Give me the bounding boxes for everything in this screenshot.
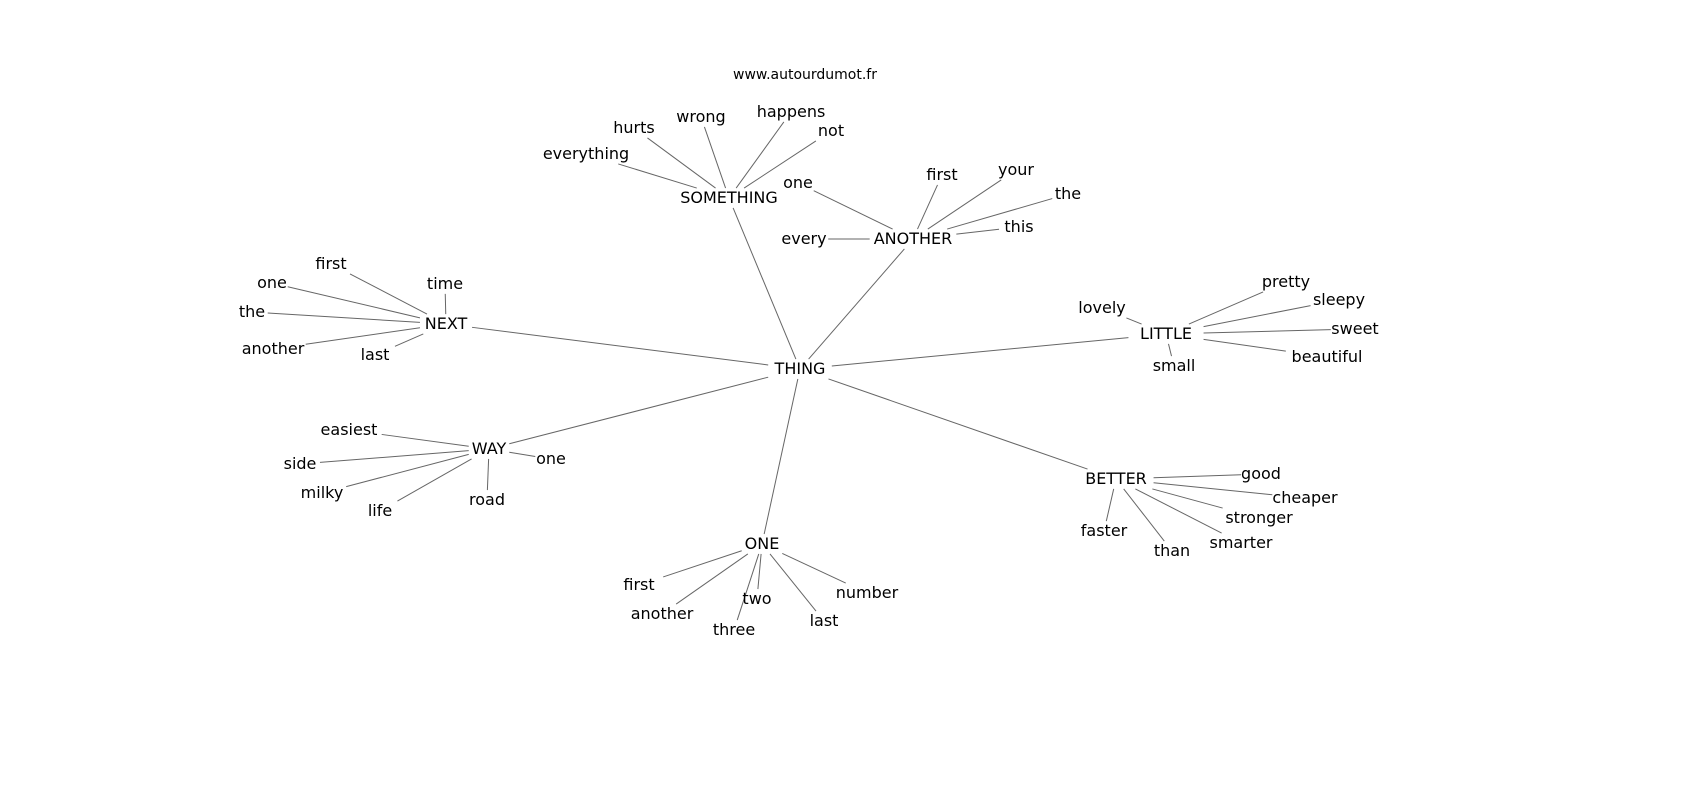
node-next-time[interactable]: time	[426, 274, 464, 293]
site-watermark: www.autourdumot.fr	[733, 67, 877, 83]
node-one-two[interactable]: two	[742, 589, 772, 608]
network-edge	[471, 326, 769, 366]
node-next-first[interactable]: first	[315, 254, 347, 273]
node-better[interactable]: BETTER	[1085, 469, 1147, 488]
network-edge	[287, 286, 421, 319]
network-edge	[381, 433, 469, 447]
node-one-first[interactable]: first	[623, 575, 655, 594]
node-better-faster[interactable]: faster	[1080, 521, 1128, 540]
node-one-three[interactable]: three	[712, 620, 756, 639]
node-something-happens[interactable]: happens	[756, 102, 826, 121]
node-way[interactable]: WAY	[471, 439, 507, 458]
network-edge	[397, 458, 472, 502]
node-next[interactable]: NEXT	[424, 314, 468, 333]
network-edge	[743, 140, 817, 189]
network-edge	[1152, 488, 1223, 509]
network-edge	[349, 273, 428, 315]
node-little-pretty[interactable]: pretty	[1261, 272, 1311, 291]
network-edge	[486, 458, 490, 491]
network-edge	[267, 312, 420, 323]
network-edge	[1188, 291, 1264, 325]
node-next-another[interactable]: another	[241, 339, 305, 358]
network-edge	[757, 553, 762, 590]
node-little-lovely[interactable]: lovely	[1078, 298, 1126, 317]
node-one[interactable]: ONE	[744, 534, 780, 553]
network-edge	[1123, 488, 1165, 542]
network-edge	[305, 327, 421, 345]
node-little-small[interactable]: small	[1152, 356, 1196, 375]
network-edge	[703, 126, 727, 189]
network-edge	[736, 553, 760, 621]
network-edge	[808, 248, 905, 360]
node-next-one[interactable]: one	[257, 273, 287, 292]
network-edge	[947, 198, 1053, 230]
node-another-the[interactable]: the	[1054, 184, 1082, 203]
node-something-hurts[interactable]: hurts	[613, 118, 655, 137]
network-edge	[1153, 474, 1242, 479]
network-edge	[927, 179, 1002, 230]
node-little-beautiful[interactable]: beautiful	[1291, 347, 1363, 366]
network-edge	[346, 453, 469, 488]
node-way-life[interactable]: life	[367, 501, 393, 520]
node-another-this[interactable]: this	[1004, 217, 1034, 236]
network-edge	[813, 190, 893, 230]
node-way-milky[interactable]: milky	[300, 483, 344, 502]
network-edge	[1126, 317, 1142, 325]
network-edge	[319, 450, 469, 463]
network-edge	[1153, 482, 1273, 496]
node-way-easiest[interactable]: easiest	[320, 420, 378, 439]
node-way-side[interactable]: side	[283, 454, 317, 473]
node-another-every[interactable]: every	[781, 229, 827, 248]
network-edge	[509, 376, 769, 445]
network-edge	[663, 550, 742, 578]
network-edge	[956, 228, 1000, 235]
network-edge	[1203, 338, 1286, 352]
network-edge	[675, 553, 749, 605]
network-edge	[782, 553, 846, 584]
network-edge	[831, 337, 1129, 367]
node-something-wrong[interactable]: wrong	[676, 107, 726, 126]
node-something-not[interactable]: not	[817, 121, 845, 140]
network-edge	[1203, 329, 1331, 334]
node-one-another[interactable]: another	[630, 604, 694, 623]
network-edge	[1203, 305, 1311, 328]
node-better-smarter[interactable]: smarter	[1209, 533, 1273, 552]
node-little[interactable]: LITTLE	[1140, 324, 1192, 343]
network-edge	[1167, 343, 1173, 357]
node-one-last[interactable]: last	[809, 611, 839, 630]
node-way-one[interactable]: one	[536, 449, 566, 468]
node-little-sweet[interactable]: sweet	[1331, 319, 1379, 338]
network-edge	[763, 378, 799, 535]
network-edge	[735, 121, 785, 189]
network-edge	[1105, 488, 1115, 522]
network-edge	[444, 293, 447, 315]
network-edge	[509, 451, 536, 457]
network-edge	[618, 163, 697, 189]
node-better-good[interactable]: good	[1241, 464, 1281, 483]
node-little-sleepy[interactable]: sleepy	[1312, 290, 1366, 309]
node-another-your[interactable]: your	[998, 160, 1034, 179]
node-better-than[interactable]: than	[1153, 541, 1191, 560]
node-way-road[interactable]: road	[469, 490, 505, 509]
network-edge	[394, 333, 424, 347]
node-something[interactable]: SOMETHING	[680, 188, 778, 207]
node-another[interactable]: ANOTHER	[873, 229, 953, 248]
node-another-first[interactable]: first	[926, 165, 958, 184]
node-something-everything[interactable]: everything	[542, 144, 630, 163]
network-edge	[828, 378, 1088, 470]
network-edge	[1135, 488, 1222, 534]
node-next-the[interactable]: the	[238, 302, 266, 321]
node-one-number[interactable]: number	[835, 583, 899, 602]
network-edge	[647, 137, 716, 189]
node-better-stronger[interactable]: stronger	[1225, 508, 1293, 527]
node-next-last[interactable]: last	[360, 345, 390, 364]
network-edge	[732, 207, 797, 360]
node-thing[interactable]: THING	[774, 359, 826, 378]
node-something-one[interactable]: one	[783, 173, 813, 192]
network-edge	[769, 553, 817, 612]
node-better-cheaper[interactable]: cheaper	[1272, 488, 1338, 507]
network-edge	[917, 184, 938, 230]
